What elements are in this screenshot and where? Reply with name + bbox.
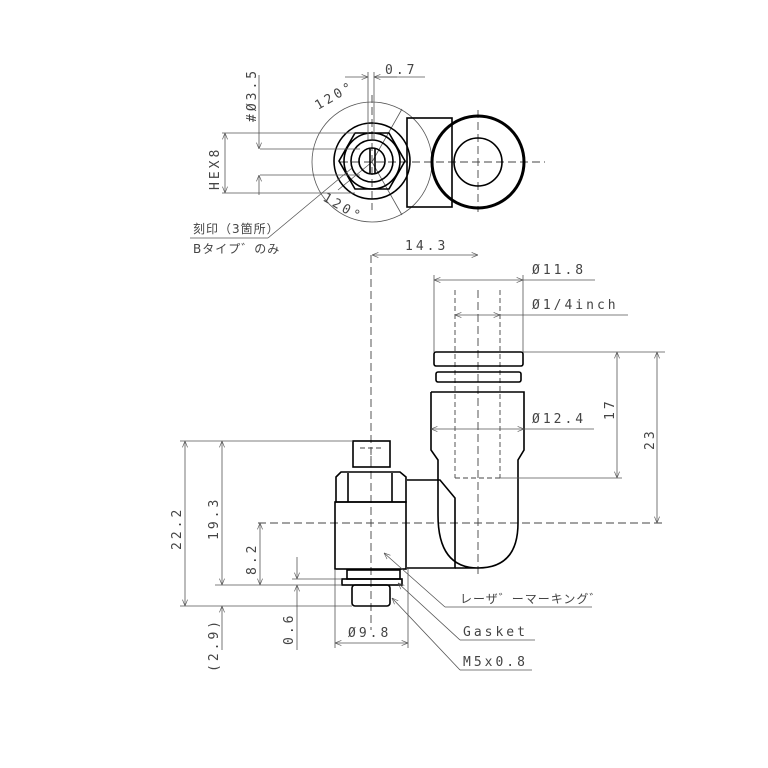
dim-19-3: 19.3: [207, 497, 222, 540]
dim-11-8: Ø11.8: [532, 263, 586, 278]
top-view: 0.7 #Ø3.5 HEX8 120° 120° 刻印（3箇所） Bタイプ゛のみ: [190, 63, 545, 256]
b-type-note: Bタイプ゛のみ: [193, 242, 280, 256]
engraving-note: 刻印（3箇所）: [193, 222, 280, 236]
laser-marking-label: レーザ゛ーマーキング゛: [460, 592, 602, 606]
angle-top-label: 120°: [313, 79, 358, 114]
dim-8-2: 8.2: [245, 543, 260, 575]
dim-23: 23: [643, 428, 658, 450]
dim-0-6: 0.6: [282, 613, 297, 645]
dim-2-9: (2.9): [207, 618, 222, 672]
tube-bore: [453, 137, 503, 187]
dim-14-3: 14.3: [405, 239, 448, 254]
m5-thread: [351, 584, 391, 607]
side-view: 14.3 Ø11.8 Ø1/4inch Ø12.4 17 23 22.2: [170, 239, 665, 672]
release-ring: [430, 114, 526, 210]
top-pin: [352, 440, 391, 468]
dim-hole-dia: #Ø3.5: [245, 68, 260, 122]
elbow-block-top: [406, 117, 453, 208]
gasket: [341, 578, 403, 586]
dim-17: 17: [603, 398, 618, 420]
gasket-label: Gasket: [463, 625, 528, 640]
dim-9-8: Ø9.8: [348, 626, 391, 641]
hex-fitting-outer: [333, 122, 411, 200]
collar: [346, 569, 401, 580]
dim-22-2: 22.2: [170, 507, 185, 550]
fitting-body: [334, 501, 407, 570]
release-button: [433, 351, 524, 367]
dim-12-4: Ø12.4: [532, 412, 586, 427]
dim-hex: HEX8: [208, 147, 223, 190]
dim-tube: Ø1/4inch: [532, 298, 619, 313]
thread-label: M5x0.8: [463, 655, 528, 670]
elbow-body: [430, 391, 525, 569]
dim-offset-top: 0.7: [385, 63, 417, 78]
elbow-socket: [407, 479, 456, 569]
